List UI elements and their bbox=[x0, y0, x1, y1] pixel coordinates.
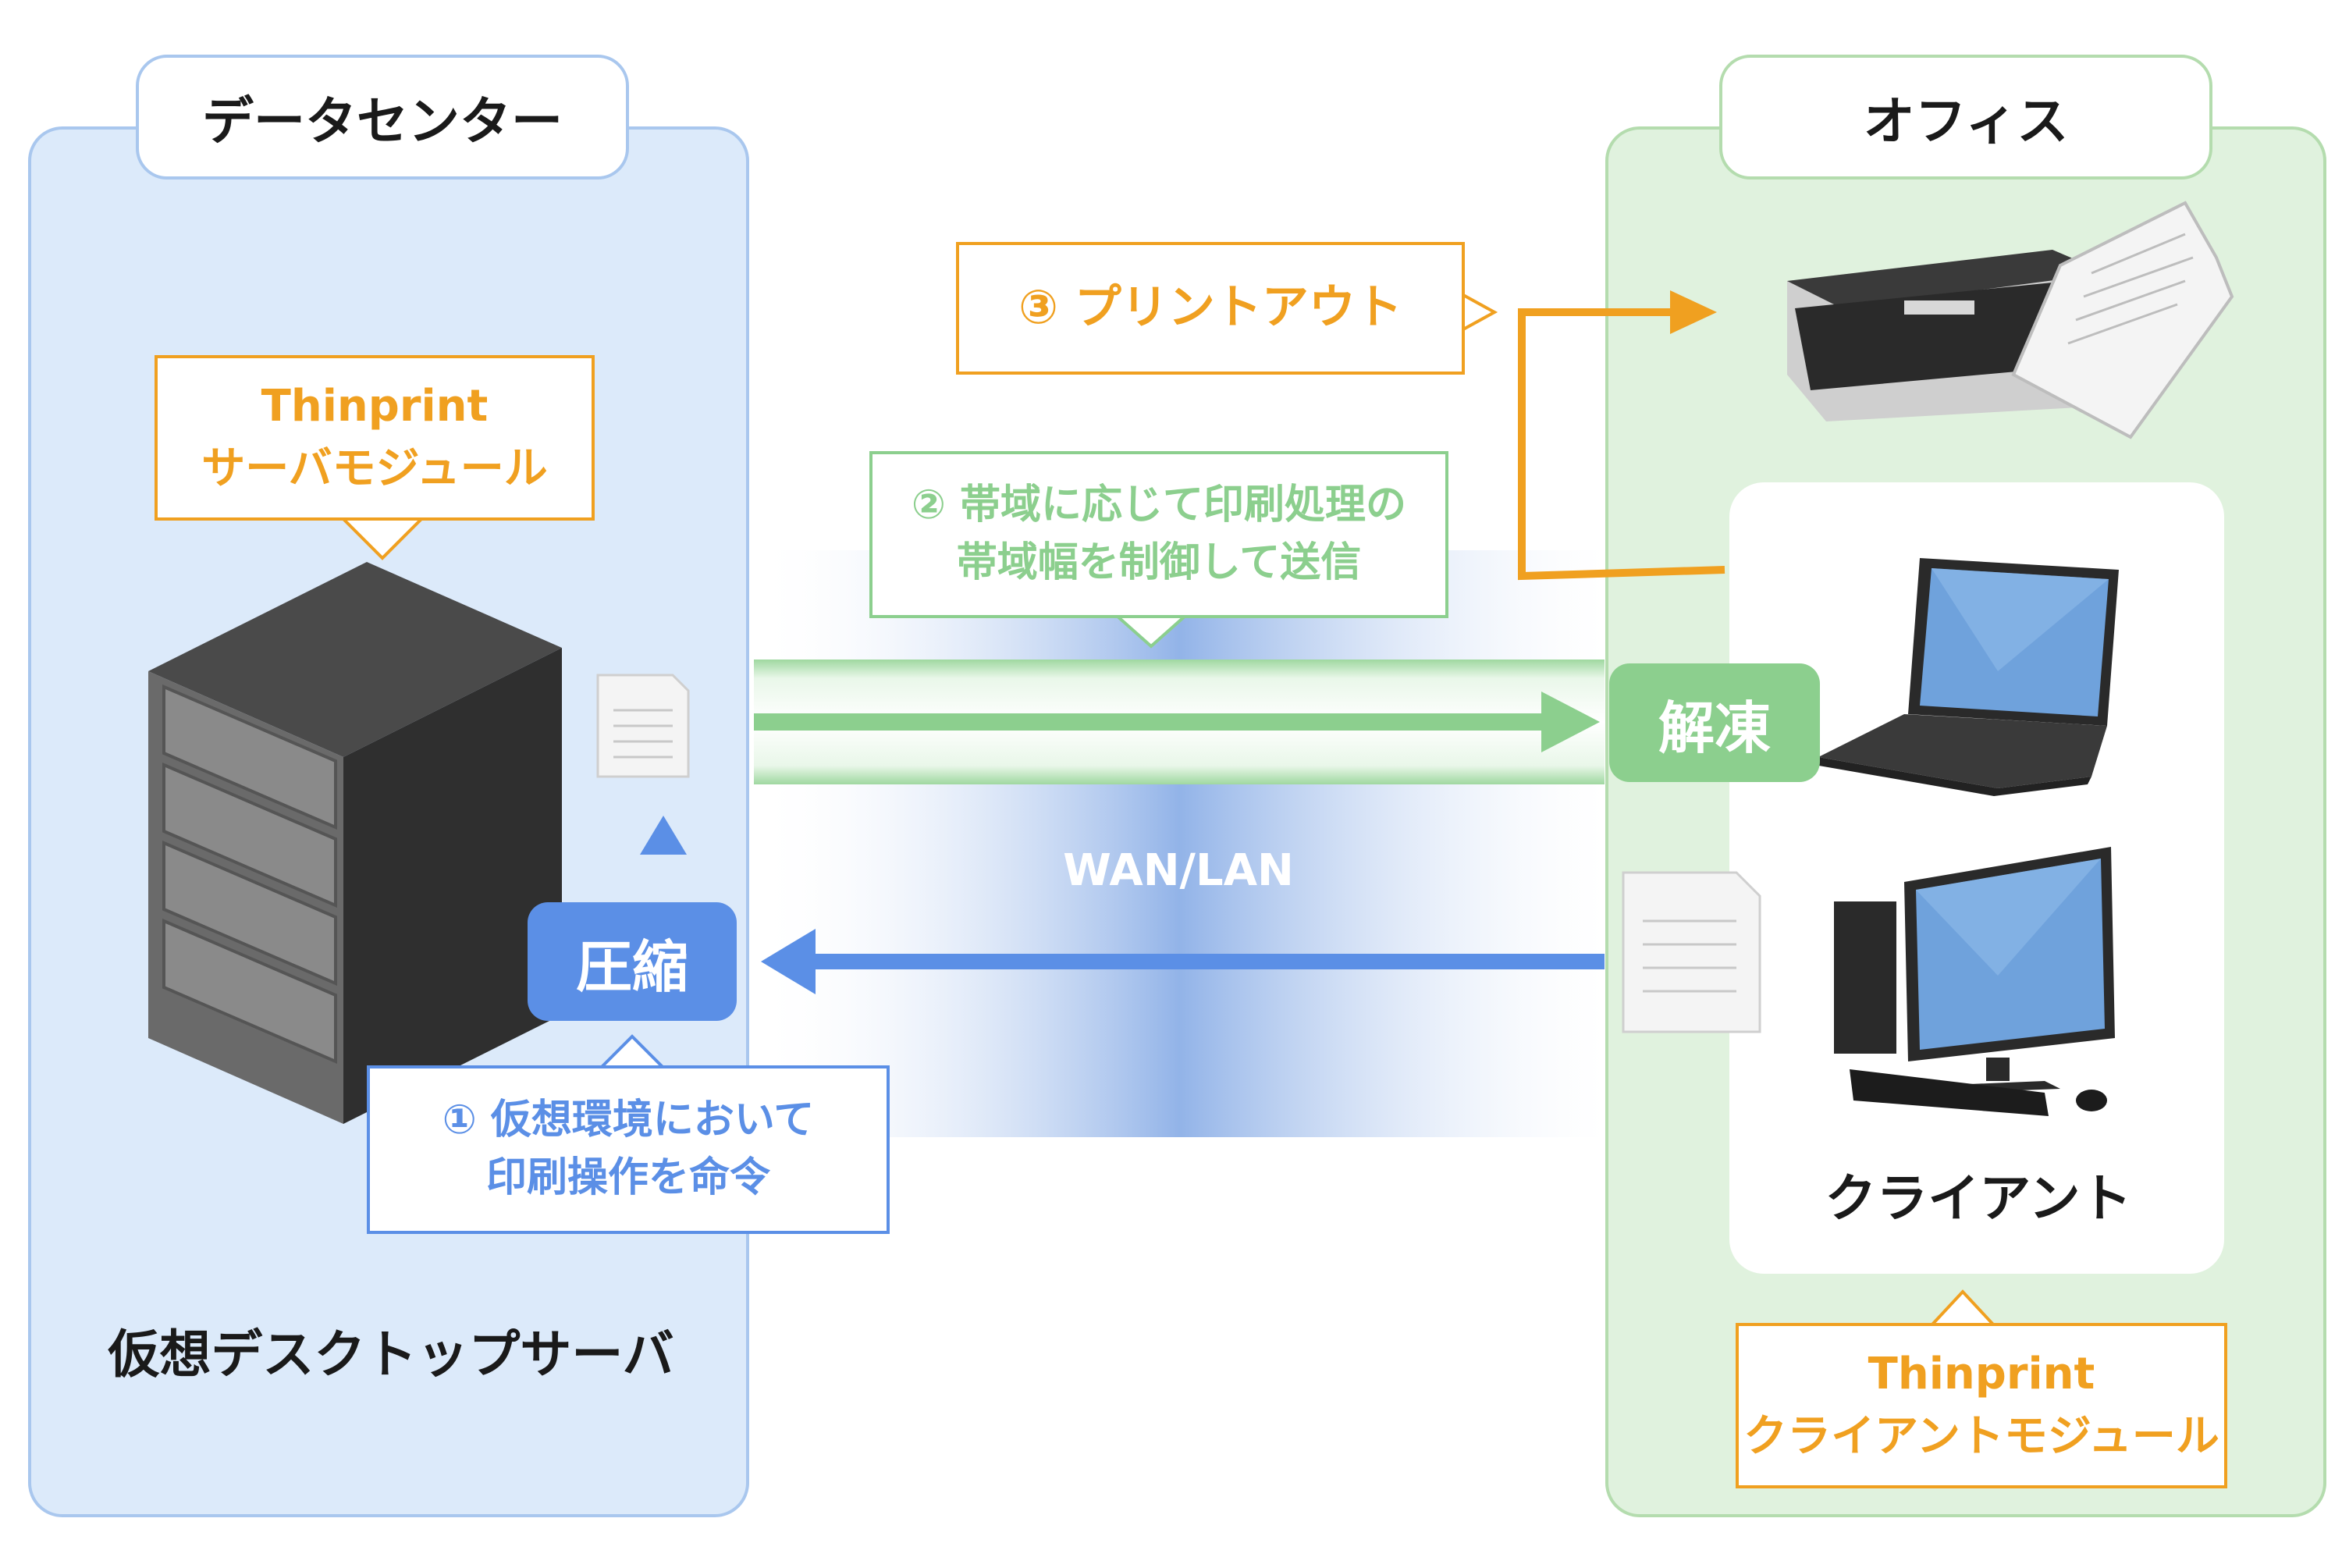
client-module-line2: クライアントモジュール bbox=[1743, 1411, 2219, 1462]
document-icon bbox=[596, 674, 690, 778]
desktop-pc-icon bbox=[1834, 847, 2115, 1116]
step3-callout: ③ プリントアウト bbox=[956, 242, 1465, 375]
server-module-line2: サーバモジュール bbox=[201, 443, 548, 494]
printer-icon bbox=[1787, 201, 2234, 439]
printout-arrow bbox=[1518, 290, 1725, 581]
client-module-callout: Thinprint クライアントモジュール bbox=[1736, 1323, 2227, 1488]
server-module-callout: Thinprint サーバモジュール bbox=[155, 355, 595, 521]
send-arrow bbox=[754, 692, 1600, 752]
server-label: 仮想デスクトップサーバ bbox=[108, 1324, 674, 1385]
step1-line2: 印刷操作を命令 bbox=[485, 1154, 770, 1201]
server-module-line1: Thinprint bbox=[261, 381, 489, 432]
compress-badge: 圧縮 bbox=[528, 902, 737, 1021]
network-label: WAN/LAN bbox=[1063, 844, 1294, 896]
decompress-badge: 解凍 bbox=[1609, 663, 1820, 782]
datacenter-title: データセンター bbox=[136, 55, 629, 180]
step2-callout: ② 帯域に応じて印刷処理の 帯域幅を制御して送信 bbox=[869, 451, 1448, 618]
client-label: クライアント bbox=[1825, 1168, 2132, 1228]
office-title: オフィス bbox=[1719, 55, 2212, 180]
client-module-line1: Thinprint bbox=[1868, 1349, 2095, 1400]
document-icon bbox=[1622, 871, 1761, 1033]
server-rack-icon bbox=[148, 562, 562, 1124]
upload-triangle-icon bbox=[640, 816, 687, 855]
laptop-icon bbox=[1814, 558, 2119, 796]
step1-line1: ① 仮想環境において bbox=[442, 1097, 815, 1144]
step2-line1: ② 帯域に応じて印刷処理の bbox=[911, 482, 1407, 529]
print-command-arrow bbox=[761, 929, 1605, 994]
step3-text: ③ プリントアウト bbox=[1018, 280, 1402, 336]
step2-line2: 帯域幅を制御して送信 bbox=[956, 539, 1362, 586]
step1-callout: ① 仮想環境において 印刷操作を命令 bbox=[367, 1065, 890, 1234]
